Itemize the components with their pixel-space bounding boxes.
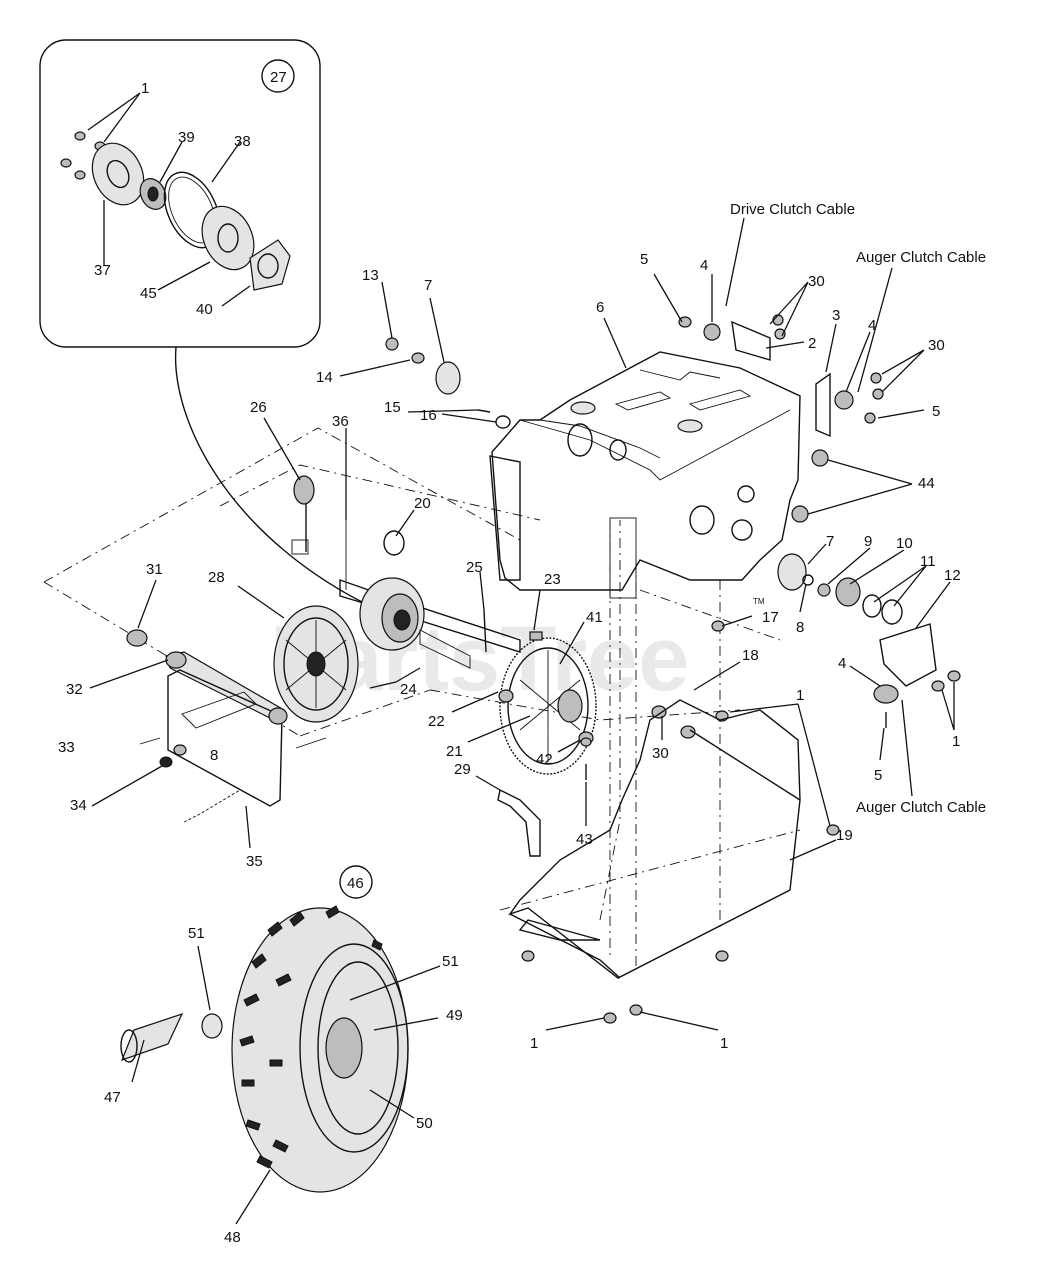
callout-8-left: 8 [210, 747, 218, 764]
cable-labels: Drive Clutch Cable Auger Clutch Cable Au… [730, 201, 986, 816]
callout-9: 9 [864, 533, 872, 550]
callout-32: 32 [66, 681, 83, 698]
callout-10: 10 [896, 535, 913, 552]
auger-clutch-cable-label-bottom: Auger Clutch Cable [856, 799, 986, 816]
callout-1-right: 1 [952, 733, 960, 750]
callout-51-right: 51 [442, 953, 459, 970]
callout-4-right: 4 [868, 317, 876, 334]
main-frame [489, 351, 801, 599]
callout-circle-27 [261, 59, 295, 93]
callout-30-mid: 30 [652, 745, 669, 762]
auger-clutch-cable-label-top: Auger Clutch Cable [856, 249, 986, 266]
callout-30-top: 30 [808, 273, 825, 290]
inset-callout-39: 39 [178, 129, 195, 146]
trademark-mark: TM [753, 597, 765, 606]
callout-5-top: 5 [640, 251, 648, 268]
callout-47: 47 [104, 1089, 121, 1106]
callout-17: 17 [762, 609, 779, 626]
right-hardware [385, 314, 961, 1024]
inset-callout-1: 1 [141, 80, 149, 97]
callout-1-bottom-right: 1 [720, 1035, 728, 1052]
callout-44: 44 [918, 475, 935, 492]
callout-33: 33 [58, 739, 75, 756]
callout-3: 3 [832, 307, 840, 324]
callout-49: 49 [446, 1007, 463, 1024]
callout-15: 15 [384, 399, 401, 416]
callout-42: 42 [536, 751, 553, 768]
callout-35: 35 [246, 853, 263, 870]
inset-callout-40: 40 [196, 301, 213, 318]
large-gear [499, 637, 597, 775]
inset-callout-38: 38 [234, 133, 251, 150]
callout-13: 13 [362, 267, 379, 284]
callout-36: 36 [332, 413, 349, 430]
callout-21: 21 [446, 743, 463, 760]
flange-part [91, 142, 145, 206]
callout-2: 2 [808, 335, 816, 352]
callout-5-lower: 5 [874, 767, 882, 784]
hub-part [201, 205, 255, 271]
callout-29: 29 [454, 761, 471, 778]
callout-28: 28 [208, 569, 225, 586]
inset-callout-37: 37 [94, 262, 111, 279]
callout-46: 46 [347, 875, 364, 892]
callout-25: 25 [466, 559, 483, 576]
callout-labels: 13 7 14 15 16 26 36 20 31 28 32 33 34 8 … [58, 251, 961, 1246]
callout-19: 19 [836, 827, 853, 844]
callout-48: 48 [224, 1229, 241, 1246]
inset-callout-45: 45 [140, 285, 157, 302]
callout-43: 43 [576, 831, 593, 848]
callout-34: 34 [70, 797, 87, 814]
callout-4-top: 4 [700, 257, 708, 274]
callout-1-bottom-left: 1 [530, 1035, 538, 1052]
plate-part [249, 239, 291, 291]
callout-7-top: 7 [424, 277, 432, 294]
bushing-part [201, 1013, 223, 1039]
axle-assembly [273, 475, 597, 775]
callout-24: 24 [400, 681, 417, 698]
inset-leader-curve [174, 346, 379, 611]
callout-16: 16 [420, 407, 437, 424]
callout-4-lower: 4 [838, 655, 846, 672]
callout-26: 26 [250, 399, 267, 416]
callout-6: 6 [596, 299, 604, 316]
callout-5-right: 5 [932, 403, 940, 420]
callout-20: 20 [414, 495, 431, 512]
callout-14: 14 [316, 369, 333, 386]
callout-23: 23 [544, 571, 561, 588]
leader-lines [89, 217, 955, 1225]
callout-11: 11 [920, 553, 936, 570]
callout-7-right: 7 [826, 533, 834, 550]
callout-8-right: 8 [796, 619, 804, 636]
callout-18: 18 [742, 647, 759, 664]
spacer-tube [120, 1012, 184, 1061]
callout-41: 41 [586, 609, 603, 626]
tire-tread [239, 905, 383, 1169]
callout-1-mid: 1 [796, 687, 804, 704]
callout-27: 27 [270, 69, 287, 86]
callout-22: 22 [428, 713, 445, 730]
wheel-assembly: 46 [120, 865, 409, 1193]
inset-frame [39, 39, 321, 348]
callout-50: 50 [416, 1115, 433, 1132]
callout-12: 12 [944, 567, 961, 584]
callout-51-left: 51 [188, 925, 205, 942]
callout-31: 31 [146, 561, 163, 578]
inset-detail: 27 1 39 38 37 45 40 [39, 39, 321, 348]
tire [231, 907, 409, 1193]
callout-30-right: 30 [928, 337, 945, 354]
drive-clutch-cable-label: Drive Clutch Cable [730, 201, 855, 218]
left-bracket [126, 629, 327, 823]
callout-circle-46 [339, 865, 373, 899]
